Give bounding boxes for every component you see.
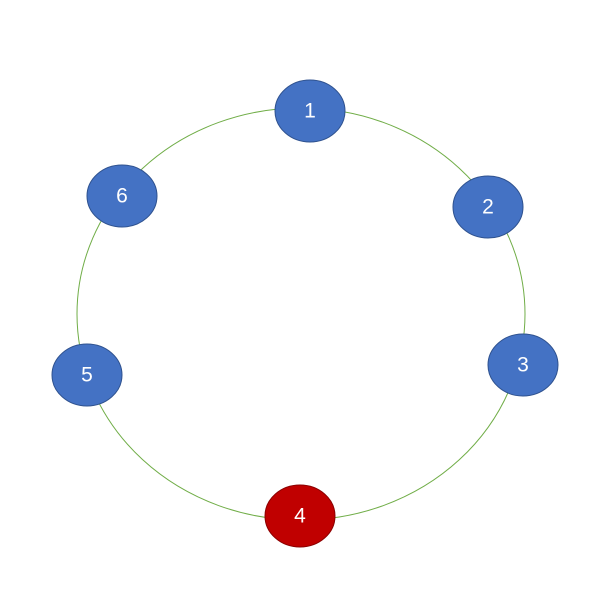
node-label: 5 [81, 364, 93, 387]
node-2: 2 [452, 175, 524, 239]
node-label: 6 [116, 185, 128, 208]
node-3: 3 [487, 333, 559, 397]
node-circle [452, 175, 524, 239]
highlighted-node-circle [264, 484, 336, 548]
nodes-layer: 1 2 3 4 5 6 [51, 79, 559, 548]
node-5: 5 [51, 343, 123, 407]
node-1: 1 [274, 79, 346, 143]
node-circle [487, 333, 559, 397]
node-circle [51, 343, 123, 407]
node-label: 1 [304, 100, 316, 123]
node-4: 4 [264, 484, 336, 548]
node-circle [274, 79, 346, 143]
node-label: 2 [482, 196, 494, 219]
node-circle [86, 164, 158, 228]
node-label: 4 [294, 505, 306, 528]
node-6: 6 [86, 164, 158, 228]
node-label: 3 [517, 354, 529, 377]
ring-connection [76, 107, 526, 521]
